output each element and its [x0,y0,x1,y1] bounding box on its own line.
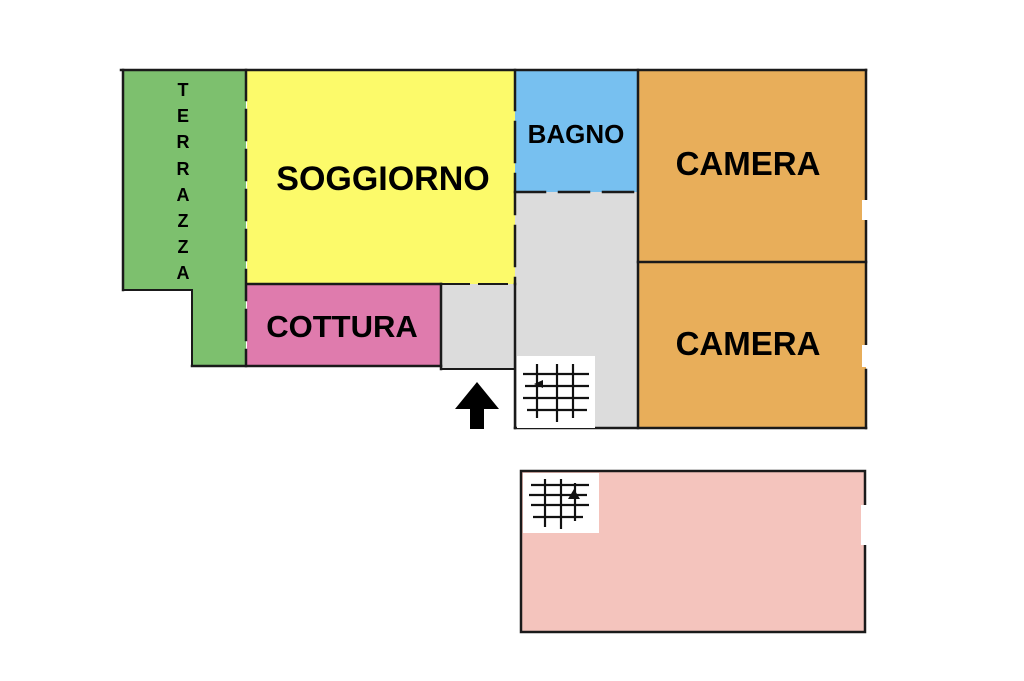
entrance-hall [441,284,515,369]
staircase-icon [517,356,595,428]
soggiorno-label: SOGGIORNO [276,160,489,198]
window-gaps [861,200,870,545]
camera-label-2: CAMERA [676,325,821,362]
camera-label-1: CAMERA [676,145,821,182]
walls [119,68,868,634]
bagno-label: BAGNO [528,119,625,149]
camera-room-1 [638,70,866,262]
cottura-label: COTTURA [266,309,418,344]
terrazza-letter: R [177,132,190,152]
terrazza-room [123,70,246,366]
terrazza-letter: A [177,185,190,205]
soggiorno-room [247,70,515,284]
entrance-arrow-icon [455,382,499,429]
terrazza-letter: R [177,159,190,179]
cottura-room [247,284,441,366]
terrazza-letter: T [178,80,189,100]
terrazza-letter: Z [178,237,189,257]
camera-room-2 [638,262,866,428]
terrazza-letter: Z [178,211,189,231]
terrazza-letter: E [177,106,189,126]
bagno-room [515,70,638,192]
terrazza-letter: A [177,263,190,283]
staircase-icon [523,473,599,533]
